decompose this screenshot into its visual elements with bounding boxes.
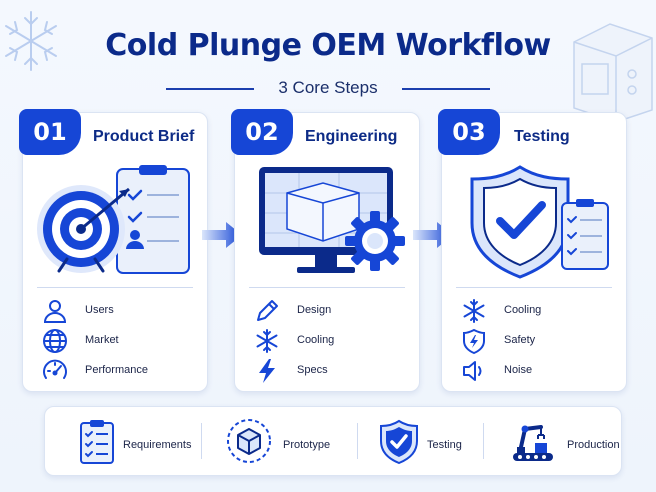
page-title: Cold Plunge OEM Workflow [105, 28, 551, 63]
step-title: Engineering [305, 128, 398, 145]
subtitle-line-right [402, 88, 490, 90]
list-item: Users [41, 297, 191, 325]
item-label: Noise [504, 364, 533, 376]
step-card-1: 01 Product Brief Users Market Performanc… [19, 109, 208, 392]
robot-arm-icon [513, 425, 553, 461]
step-card-3: 03 Testing Cooling Safety Noise [438, 109, 627, 392]
cold-plunge-tub-decoration [573, 23, 653, 123]
globe-icon [43, 329, 67, 353]
subtitle-row: 3 Core Steps [0, 78, 656, 98]
process-item: Prototype [225, 413, 345, 469]
snowflake-icon [256, 329, 278, 353]
list-item: Cooling [253, 327, 403, 355]
step-title: Testing [514, 128, 570, 145]
item-label: Safety [504, 334, 536, 346]
process-item: Requirements [73, 413, 193, 469]
pencil-icon [257, 300, 278, 321]
list-item: Design [253, 297, 403, 325]
target-with-checklist-illustration [37, 165, 190, 274]
page-subtitle: 3 Core Steps [278, 78, 378, 97]
card-divider [37, 287, 193, 288]
list-item: Market [41, 327, 191, 355]
step-title: Product Brief [93, 128, 195, 145]
process-item-label: Testing [427, 439, 462, 451]
process-item: Production [509, 413, 620, 469]
item-label: Design [297, 304, 332, 316]
list-item: Safety [460, 327, 610, 355]
step-card-2: 02 Engineering Design Cooling Specs [231, 109, 420, 392]
separator [357, 423, 358, 459]
card-divider [249, 287, 405, 288]
snowflake-icon [463, 299, 485, 323]
process-item: Testing [375, 413, 485, 469]
list-item: Performance [41, 357, 191, 385]
item-label: Performance [85, 364, 148, 376]
shield-bolt-icon [463, 328, 485, 355]
bottom-process-strip: Requirements Prototype Testing Productio… [44, 406, 622, 476]
item-label: Cooling [504, 304, 542, 316]
card-divider [456, 287, 612, 288]
step-number-badge: 01 [19, 109, 81, 155]
shield-with-checklist-illustration [470, 165, 609, 279]
item-label: Cooling [297, 334, 335, 346]
arrow-right-icon [202, 222, 242, 248]
shield-check-icon [380, 419, 418, 465]
list-item: Specs [253, 357, 403, 385]
clipboard-icon [80, 420, 114, 464]
process-item-label: Production [567, 439, 620, 451]
separator [201, 423, 202, 459]
gauge-icon [43, 359, 67, 379]
step-number-badge: 03 [438, 109, 500, 155]
monitor-with-gear-illustration [259, 167, 405, 273]
user-icon [43, 300, 67, 323]
process-item-label: Requirements [123, 439, 192, 451]
subtitle-line-left [166, 88, 254, 90]
speaker-icon [463, 361, 482, 381]
item-label: Specs [297, 364, 328, 376]
cube-icon [227, 419, 271, 463]
item-label: Market [85, 334, 119, 346]
lightning-icon [259, 359, 275, 383]
step-number-badge: 02 [231, 109, 293, 155]
list-item: Cooling [460, 297, 610, 325]
item-label: Users [85, 304, 114, 316]
list-item: Noise [460, 357, 610, 385]
process-item-label: Prototype [283, 439, 331, 451]
separator [483, 423, 484, 459]
snowflake-decoration-icon [5, 11, 57, 71]
